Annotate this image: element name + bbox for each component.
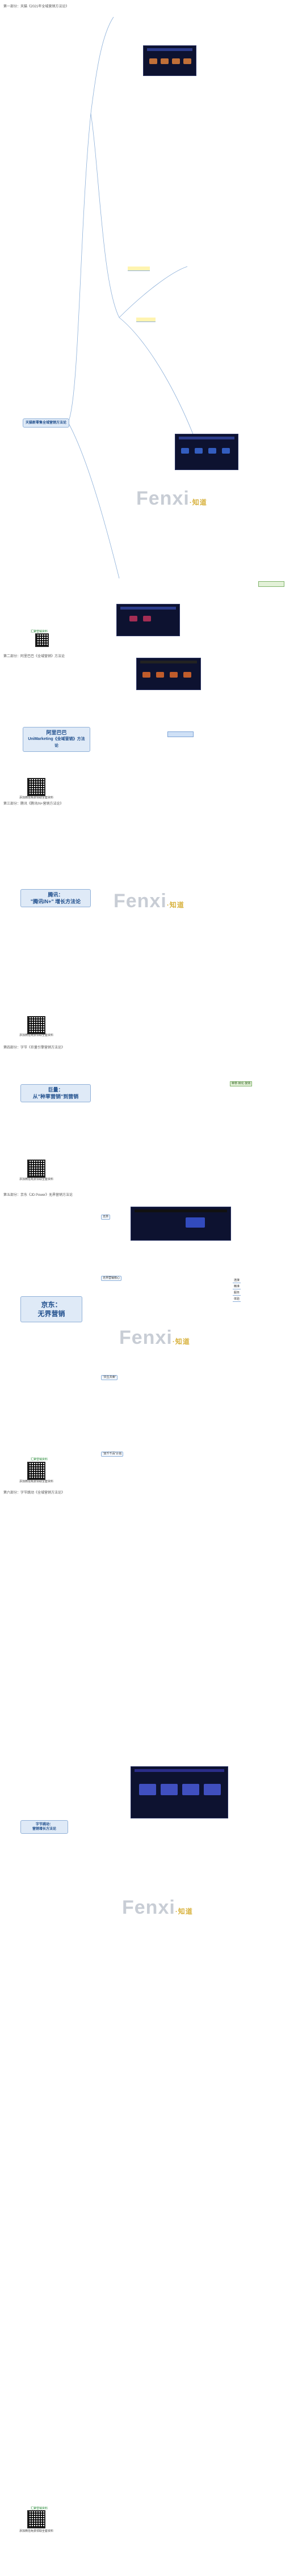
central-topic-line2: 无界营销 (37, 1310, 65, 1318)
qr-code (35, 633, 49, 647)
topic-highlight (258, 581, 284, 587)
slide-thumbnail (136, 658, 201, 690)
central-topic: 天猫新零售全域营销方法论 (23, 418, 70, 428)
central-topic-line2: "腾讯IN+" 增长方法论 (30, 899, 81, 904)
branch-symbiosis: “共生共荣” (101, 1375, 118, 1380)
qr-label: 添加微信免费领取全套资料 (19, 1480, 54, 1483)
section-caption: 第五部分：京东《JD Power》无界营销方法论 (3, 1194, 73, 1197)
side-node: 精准 (233, 1285, 241, 1289)
side-node: 体验 (233, 1297, 241, 1302)
slide-thumbnail (131, 1766, 228, 1818)
section-bytedance: 第六部分：字节跳动《全域营销方法论》 字节跳动： 营销增长方法论 Fenxi·知… (0, 1488, 298, 2576)
qr-code (27, 2510, 45, 2528)
central-topic-line1: 阿里巴巴 (46, 730, 67, 735)
slide-thumbnail (143, 45, 196, 76)
topic-box (167, 731, 194, 737)
section-caption: 第一部分：天猫《2021年全域营销方法论》 (3, 5, 69, 9)
qr-label: 添加微信免费领取全套资料 (19, 796, 54, 800)
topic-highlight (136, 318, 156, 322)
slide-thumbnail (116, 604, 180, 636)
qr-code (27, 1462, 45, 1480)
slide-thumbnail (131, 1207, 231, 1241)
section-alibaba: 第二部分：阿里巴巴《全域营销》方法论 阿里巴巴 UniMarketing《全域营… (0, 652, 298, 800)
qr-title: 汇聚营销资料 (31, 630, 48, 633)
section-jd: 第五部分：京东《JD Power》无界营销方法论 京东： 无界营销 无界 无界营… (0, 1191, 298, 1486)
central-topic-line1: 腾讯： (48, 892, 64, 898)
branch-core: 无界营销核心 (101, 1276, 122, 1281)
section-bytedance-ocean: 第四部分：字节《巨量引擎营销方法论》 巨量： 从"种草营销"到营销 种草·转化·… (0, 1043, 298, 1185)
qr-label: 添加微信免费领取全套资料 (19, 1034, 54, 1037)
central-topic-line1: 字节跳动： (35, 1823, 53, 1826)
watermark: Fenxi·知道 (114, 890, 184, 912)
central-topic: 巨量： 从"种草营销"到营销 (20, 1084, 91, 1102)
central-topic-line2: 营销增长方法论 (32, 1828, 56, 1831)
qr-code (27, 1160, 45, 1178)
section-tmall: 第一部分：天猫《2021年全域营销方法论》 天猫新零售全域营销方法论 Fenxi… (0, 0, 298, 647)
section-caption: 第三部分：腾讯《腾讯IN+营销方法论》 (3, 802, 64, 806)
central-topic-line2: UniMarketing《全域营销》方法论 (28, 737, 85, 748)
central-topic: 字节跳动： 营销增长方法论 (20, 1820, 68, 1834)
tag-badge: 种草·转化·复购 (230, 1081, 253, 1086)
section-caption: 第二部分：阿里巴巴《全域营销》方法论 (3, 655, 65, 658)
qr-title: 汇聚营销资料 (31, 2507, 48, 2510)
central-topic: 京东： 无界营销 (20, 1296, 82, 1322)
qr-code (27, 778, 45, 796)
watermark: Fenxi·知道 (122, 1897, 193, 1918)
central-topic-line1: 巨量： (48, 1087, 64, 1093)
central-topic: 腾讯： "腾讯IN+" 增长方法论 (20, 889, 91, 907)
branch-plan: “双千千百”计划 (101, 1452, 124, 1457)
side-node: 服务 (233, 1291, 241, 1296)
topic-highlight (128, 267, 150, 271)
branch-wujie: 无界 (101, 1215, 111, 1220)
section-tencent: 第三部分：腾讯《腾讯IN+营销方法论》 腾讯： "腾讯IN+" 增长方法论 Fe… (0, 800, 298, 1038)
central-topic-line1: 京东： (41, 1301, 62, 1309)
central-topic-line2: 从"种草营销"到营销 (32, 1094, 79, 1099)
slide-thumbnail (175, 434, 238, 470)
qr-title: 汇聚营销资料 (31, 1458, 48, 1461)
central-topic: 阿里巴巴 UniMarketing《全域营销》方法论 (23, 727, 90, 752)
side-node: 连接 (233, 1279, 241, 1283)
qr-label: 添加微信免费领取全套资料 (19, 1178, 54, 1181)
qr-code (27, 1016, 45, 1034)
qr-label: 添加微信免费领取全套资料 (19, 2530, 54, 2533)
section-caption: 第六部分：字节跳动《全域营销方法论》 (3, 1491, 65, 1495)
watermark: Fenxi·知道 (119, 1327, 190, 1348)
section-caption: 第四部分：字节《巨量引擎营销方法论》 (3, 1046, 65, 1050)
watermark: Fenxi·知道 (136, 488, 207, 509)
